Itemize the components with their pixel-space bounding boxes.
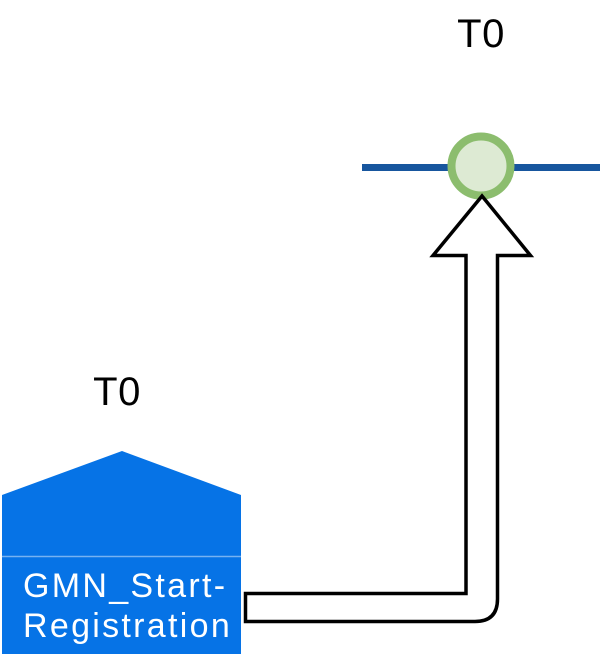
start-shape-name-line1: GMN_Start- bbox=[23, 567, 227, 605]
timeline-label: T0 bbox=[457, 12, 505, 56]
event-node-circle bbox=[447, 132, 515, 200]
start-shape-timestamp-label: T0 bbox=[93, 370, 141, 414]
start-shape bbox=[2, 451, 241, 654]
start-shape-name-line2: Registration bbox=[23, 607, 232, 645]
up-arrow-connector bbox=[243, 193, 535, 624]
